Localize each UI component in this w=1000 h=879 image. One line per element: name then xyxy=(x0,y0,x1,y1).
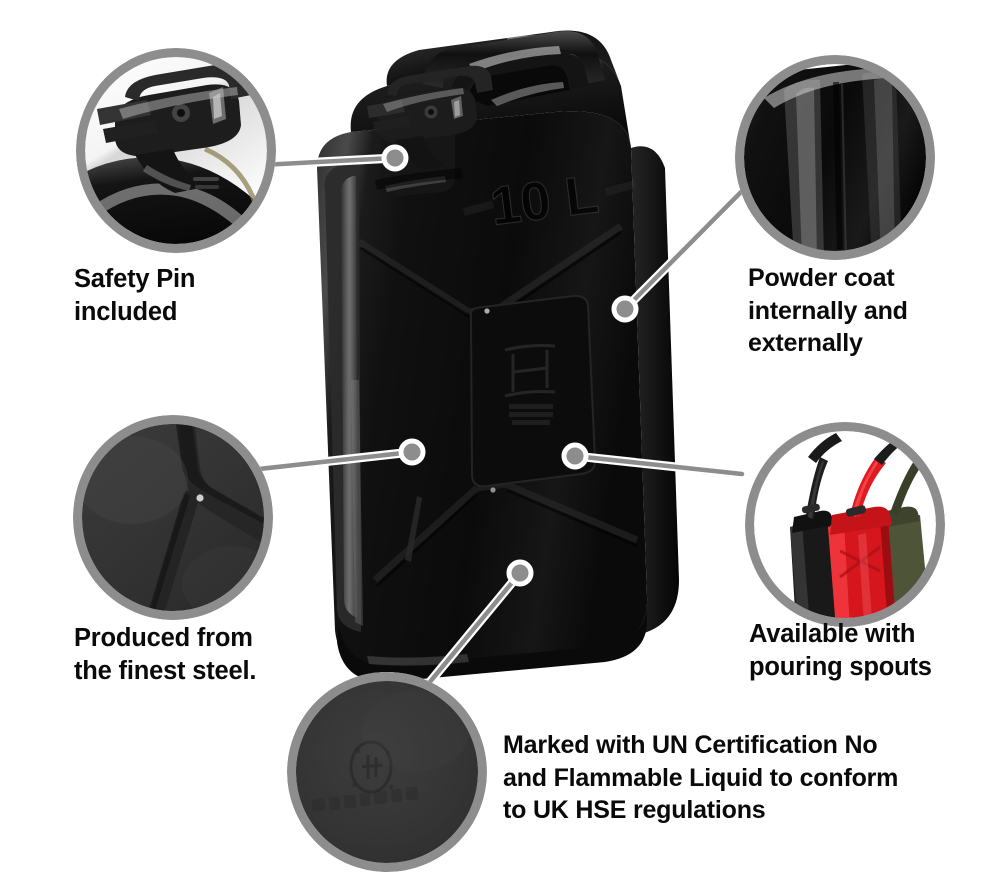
svg-text:10 L: 10 L xyxy=(487,164,602,237)
can-bottom-rim xyxy=(337,604,647,683)
callout-bubble-powder-coat xyxy=(735,55,935,260)
callout-bubble-safety-pin xyxy=(76,48,276,253)
spout-can-red xyxy=(828,435,906,618)
callout-bubble-finest-steel xyxy=(73,415,273,620)
bubble-image-three-cans-with-spouts xyxy=(754,431,936,618)
callout-bubble-pouring-spouts xyxy=(745,422,945,627)
can-weld-dot-upper xyxy=(484,308,490,314)
bubble-image-cap-closure-closeup xyxy=(85,57,267,244)
bubble-image-un-certification-stamp-closeup xyxy=(296,681,478,863)
callout-label-powder-coat: Powder coat internally and externally xyxy=(748,264,908,357)
can-stamp-text xyxy=(509,404,553,425)
can-manufacturer-stamp xyxy=(504,344,556,398)
can-capacity-embossing: 10 L xyxy=(462,164,637,237)
bubble-image-steel-surface-closeup xyxy=(82,424,264,611)
callout-label-pouring-spouts: Available with pouring spouts xyxy=(749,620,932,682)
callout-label-un-certification: Marked with UN Certification No and Flam… xyxy=(503,731,899,824)
can-left-highlight xyxy=(340,176,358,618)
callout-label-safety-pin: Safety Pin included xyxy=(74,265,196,327)
spout-can-black xyxy=(790,457,838,618)
product-image-jerry-can: 10 L xyxy=(255,20,715,683)
can-handle xyxy=(423,31,605,106)
callout-label-finest-steel: Produced from the finest steel. xyxy=(74,624,257,686)
bubble-image-glossy-black-surface-closeup xyxy=(744,64,926,251)
can-weld-dot-lower xyxy=(490,487,496,493)
callout-bubble-un-certification xyxy=(287,672,487,872)
